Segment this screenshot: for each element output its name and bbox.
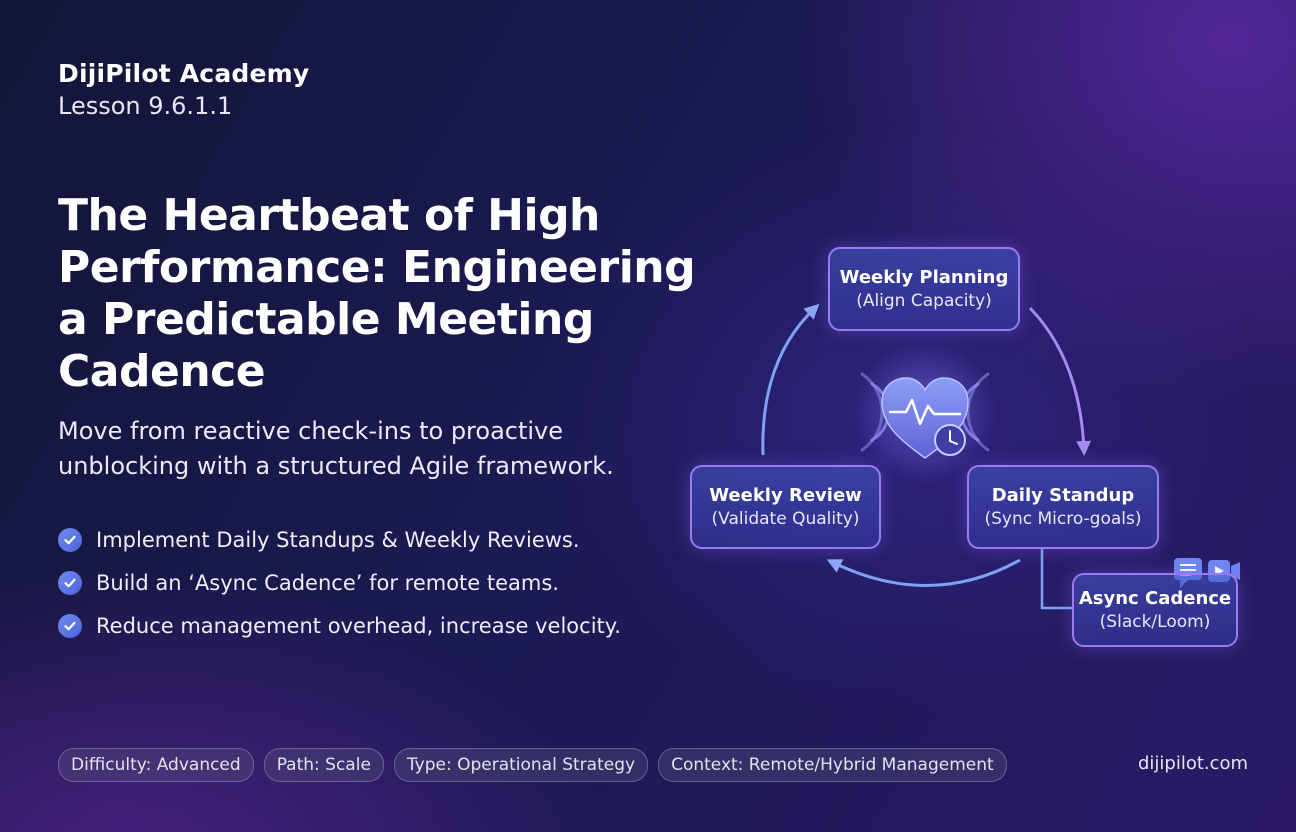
site-url: dijipilot.com xyxy=(1138,753,1249,774)
tag-type: Type: Operational Strategy xyxy=(393,748,649,782)
node-title: Weekly Review xyxy=(709,485,862,506)
list-item: Build an ‘Async Cadence’ for remote team… xyxy=(58,561,621,604)
brand-name: DijiPilot Academy xyxy=(58,59,310,88)
tag-list: Difficulty: Advanced Path: Scale Type: O… xyxy=(58,748,1007,782)
cycle-arrow xyxy=(826,558,1021,587)
check-circle-icon xyxy=(58,570,82,595)
bullet-text: Implement Daily Standups & Weekly Review… xyxy=(96,527,580,552)
node-weekly-review: Weekly Review (Validate Quality) xyxy=(690,465,881,549)
cycle-arrow xyxy=(1028,306,1092,456)
tag-context: Context: Remote/Hybrid Management xyxy=(658,748,1007,782)
list-item: Implement Daily Standups & Weekly Review… xyxy=(58,518,621,561)
check-circle-icon xyxy=(58,613,82,638)
node-weekly-planning: Weekly Planning (Align Capacity) xyxy=(828,247,1020,331)
node-subtitle: (Validate Quality) xyxy=(711,509,860,529)
page-title: The Heartbeat of High Performance: Engin… xyxy=(58,190,696,397)
node-async-cadence: Async Cadence (Slack/Loom) xyxy=(1072,573,1238,647)
brand-block: DijiPilot Academy Lesson 9.6.1.1 xyxy=(58,58,309,122)
node-subtitle: (Sync Micro-goals) xyxy=(984,509,1142,529)
bullet-text: Reduce management overhead, increase vel… xyxy=(96,613,621,638)
lesson-number: Lesson 9.6.1.1 xyxy=(58,92,233,120)
list-item: Reduce management overhead, increase vel… xyxy=(58,604,621,647)
node-subtitle: (Align Capacity) xyxy=(856,291,992,311)
heart-pulse-clock-icon xyxy=(853,340,997,484)
bullet-text: Build an ‘Async Cadence’ for remote team… xyxy=(96,570,559,595)
tag-path: Path: Scale xyxy=(263,748,384,782)
tag-difficulty: Difficulty: Advanced xyxy=(58,748,254,782)
node-title: Async Cadence xyxy=(1078,588,1232,609)
node-title: Daily Standup xyxy=(991,485,1135,506)
node-daily-standup: Daily Standup (Sync Micro-goals) xyxy=(967,465,1159,549)
subheadline: Move from reactive check-ins to proactiv… xyxy=(58,417,614,480)
cycle-arrow xyxy=(761,303,820,456)
check-circle-icon xyxy=(58,527,82,552)
connector-line xyxy=(1040,548,1072,610)
node-title: Weekly Planning xyxy=(839,267,1009,288)
benefit-list: Implement Daily Standups & Weekly Review… xyxy=(58,518,621,647)
node-subtitle: (Slack/Loom) xyxy=(1099,612,1211,632)
